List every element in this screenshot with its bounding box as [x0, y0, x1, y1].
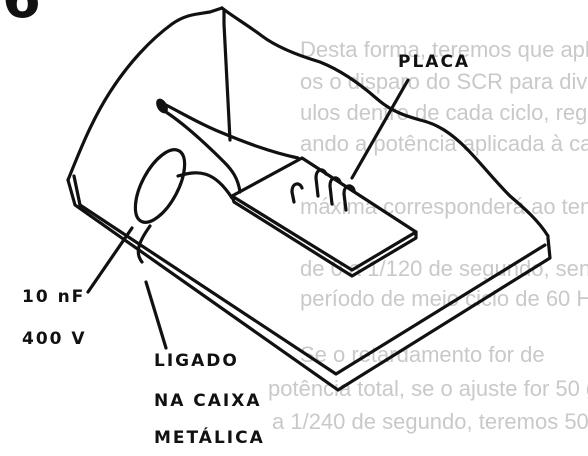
placa-leader-line [350, 78, 410, 180]
wire-top [162, 102, 300, 160]
capacitor-lead-2 [136, 224, 152, 264]
background-text-line: ando a potência aplicada à carga [300, 131, 588, 156]
label-voltage: 400 V [22, 329, 87, 349]
background-text-line: os o disparo do SCR para diversos [300, 69, 588, 94]
capacitor-lead-1 [176, 171, 234, 200]
label-na-caixa: NA CAIXA [154, 391, 262, 411]
label-capacitance: 10 nF [22, 287, 86, 307]
ligado-leader-line [144, 280, 168, 350]
label-placa: PLACA [398, 52, 471, 72]
label-metalica: METÁLICA [154, 428, 265, 448]
capacitor-body [133, 148, 187, 224]
capacitor-leader-line [86, 226, 134, 294]
background-text-line: a 1/240 de segundo, teremos 50% [272, 409, 588, 434]
component-pins-legs [290, 176, 348, 212]
box-left-wall-edge [72, 174, 82, 207]
box-floor [66, 178, 552, 392]
wire-tip [156, 98, 168, 114]
component-pins [290, 168, 356, 196]
figure-number: 6 [2, 0, 41, 31]
box-floor-inner-edge [78, 203, 547, 376]
box-left-wall [66, 6, 224, 182]
box-corner-seam [222, 8, 232, 142]
label-ligado: LIGADO [154, 351, 239, 371]
background-text-line: Se o retardamento for de [300, 342, 545, 367]
box-back-wall [220, 6, 550, 238]
background-text-line: máxima corresponderá ao tempo [300, 194, 588, 219]
background-text-line: Desta forma, teremos que aplica [300, 37, 588, 62]
wire-top-2 [164, 110, 242, 194]
circuit-board-edge [230, 194, 418, 278]
background-text-line: período de meio ciclo de 60 Hz. [300, 286, 588, 311]
background-text-line: potência total, se o ajuste for 50 graus [268, 376, 588, 401]
